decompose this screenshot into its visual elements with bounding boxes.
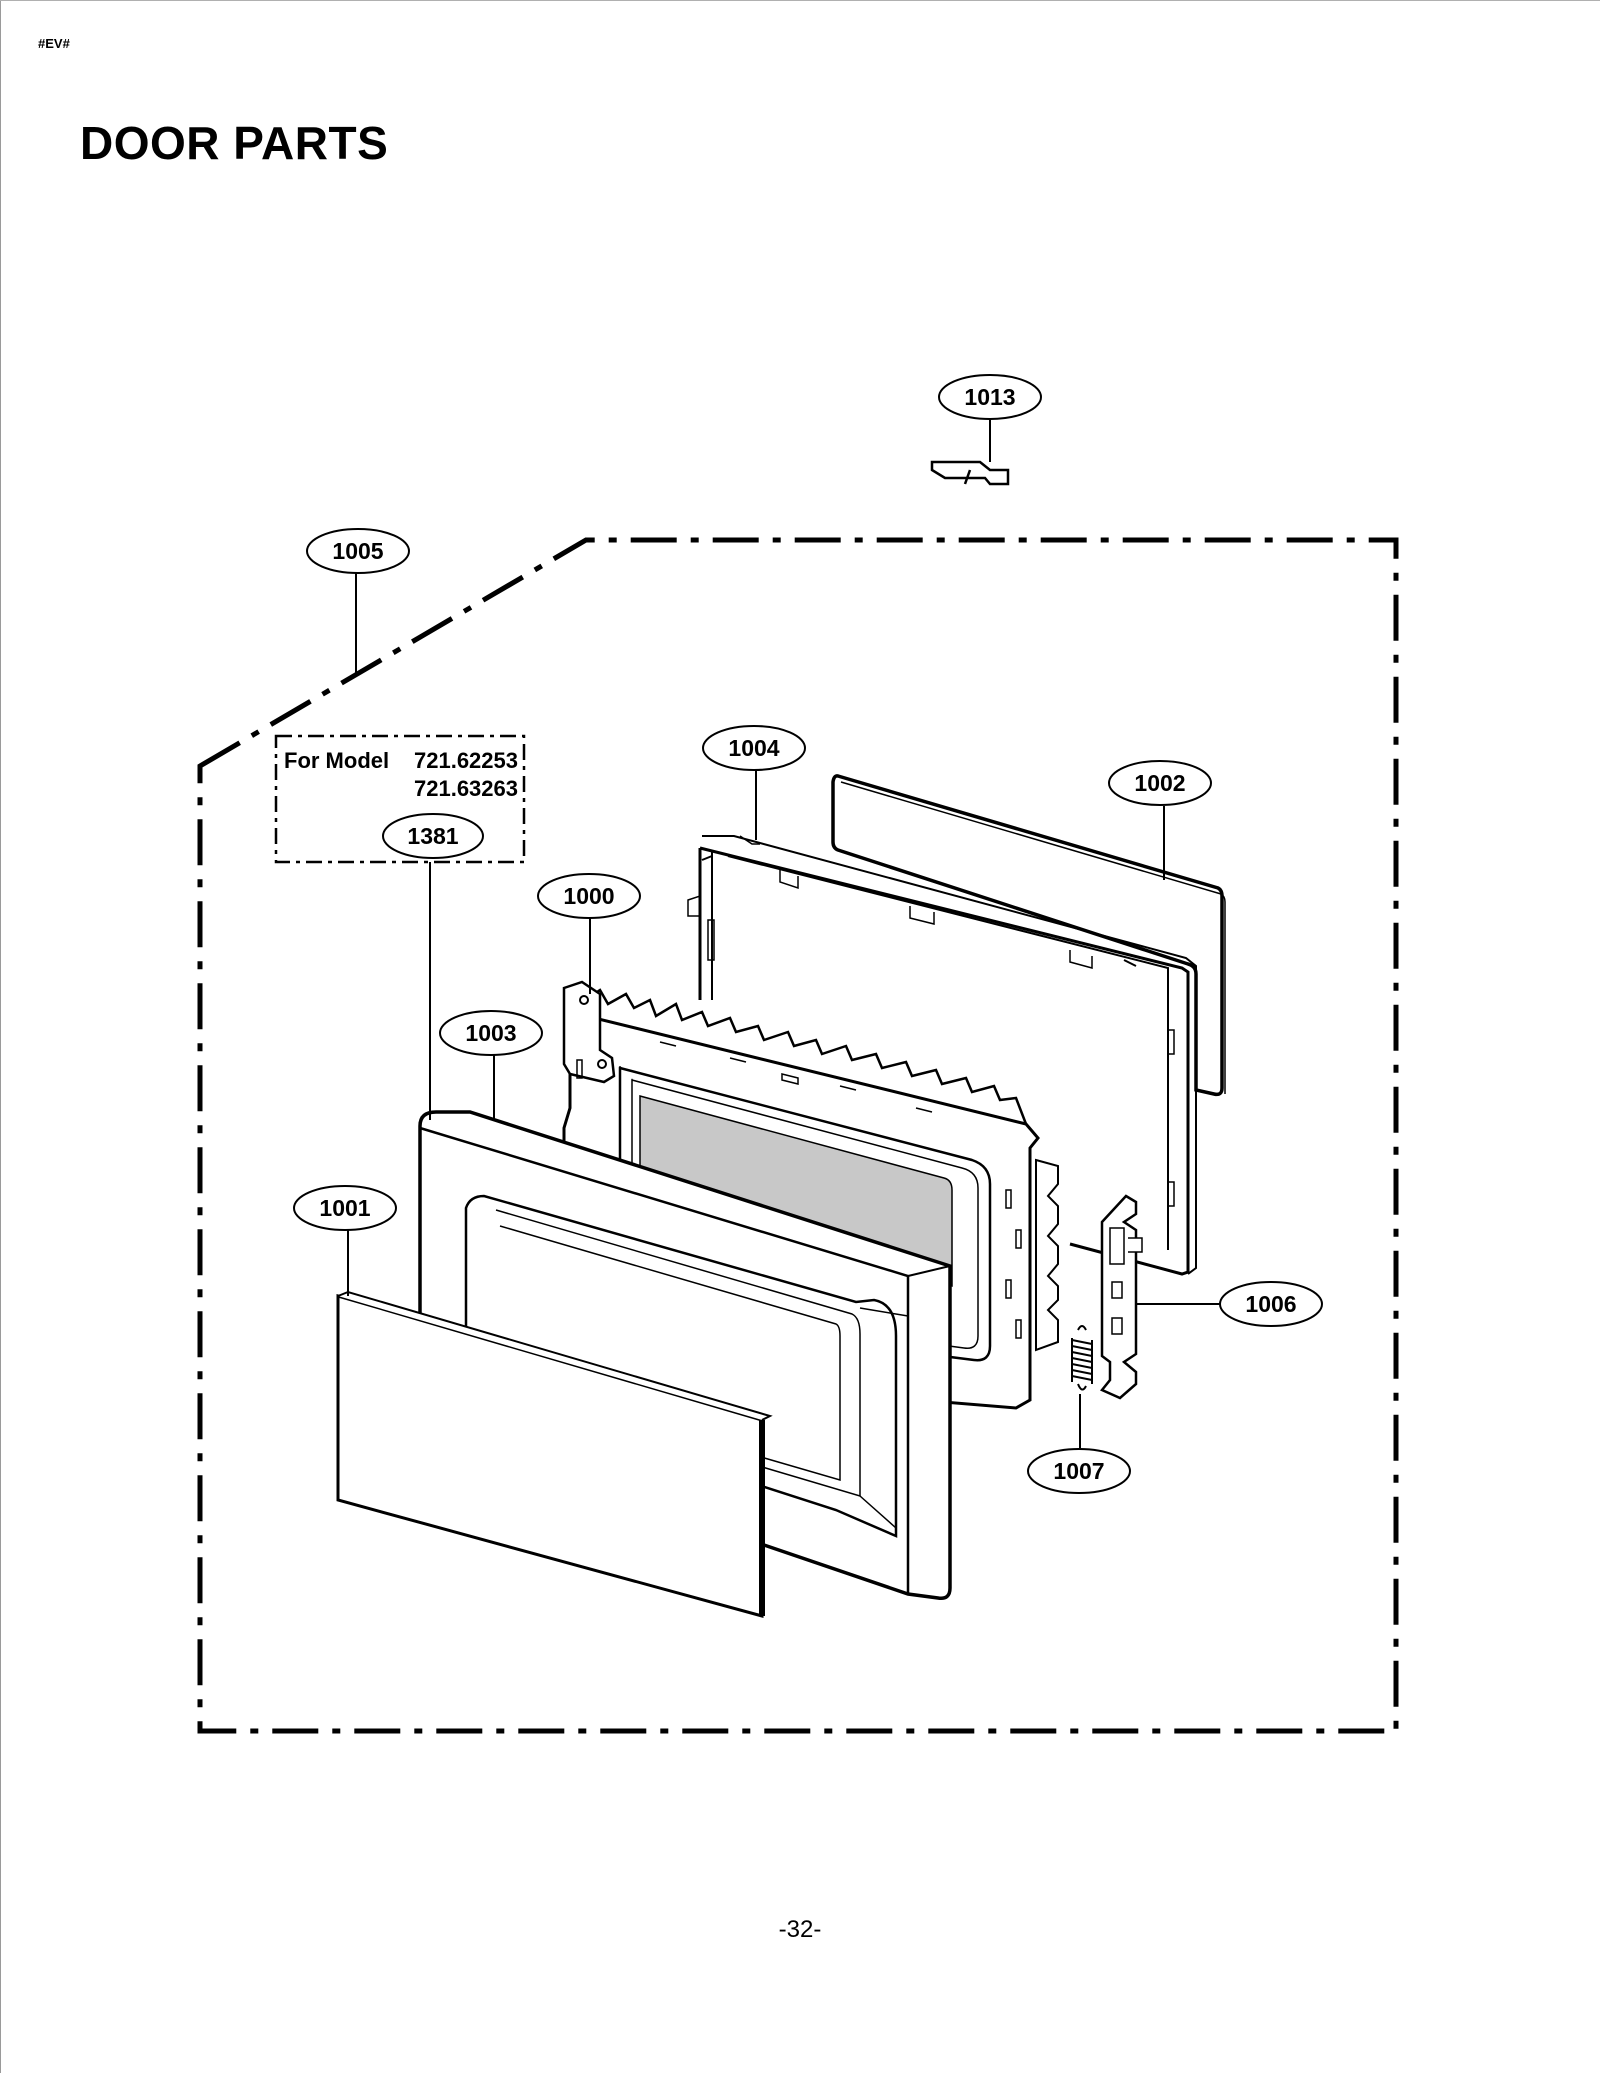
callout-label: 1001 [319,1195,370,1221]
callout-1007: 1007 [1027,1448,1131,1494]
part-1007-spring [1071,1325,1093,1391]
page-border-top [0,0,1600,1]
callout-1006: 1006 [1219,1281,1323,1327]
callout-label: 1381 [407,823,458,849]
callout-1001: 1001 [293,1185,397,1231]
part-1013-clip [930,460,1010,486]
page-title: DOOR PARTS [80,117,389,169]
callout-1005: 1005 [306,528,410,574]
callout-1013: 1013 [938,374,1042,420]
callout-1003: 1003 [439,1010,543,1056]
callout-label: 1013 [964,384,1015,410]
callout-label: 1000 [563,883,614,909]
callout-label: 1002 [1134,770,1185,796]
callout-1381: 1381 [382,813,484,859]
model-note-box [274,734,526,864]
callout-1002: 1002 [1108,760,1212,806]
assembly-boundary-1005 [197,537,1399,1734]
leader-lines [347,420,1220,1448]
callout-label: 1004 [728,735,779,761]
callout-label: 1007 [1053,1458,1104,1484]
page-border [0,0,1,2073]
callout-1004: 1004 [702,725,806,771]
model-note-prefix: For Model [284,748,389,773]
callout-label: 1005 [332,538,383,564]
model-note-model-1: 721.62253 [414,748,518,773]
part-1006-latch [1100,1194,1143,1400]
part-1003-door-frame [418,1110,952,1601]
part-1001-panel [336,1290,773,1618]
callout-label: 1003 [465,1020,516,1046]
header-code: #EV# [38,36,70,51]
page-number: -32- [778,1916,822,1943]
callout-label: 1006 [1245,1291,1296,1317]
callout-1000: 1000 [537,873,641,919]
model-note-model-2: 721.63263 [414,776,518,801]
part-1004-frame [687,835,1197,1276]
